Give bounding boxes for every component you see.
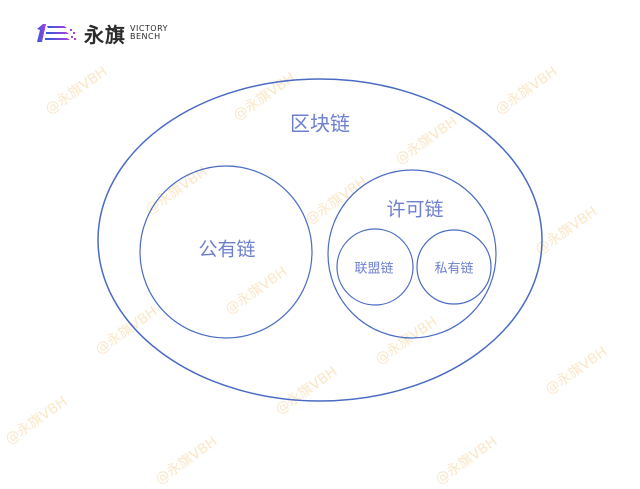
brand-name-en-line1: VICTORY <box>130 24 169 33</box>
public-chain-label: 公有链 <box>198 238 256 261</box>
blockchain-ellipse <box>97 78 543 402</box>
consortium-chain-label: 联盟链 <box>354 261 394 277</box>
private-chain-circle <box>416 229 492 305</box>
private-chain-label: 私有链 <box>434 261 474 277</box>
blockchain-label: 区块链 <box>290 111 350 136</box>
permissioned-chain-circle <box>327 169 497 339</box>
brand-logo: 永旗 VICTORY BENCH <box>34 20 168 47</box>
public-chain-circle <box>139 165 313 339</box>
consortium-chain-circle <box>336 228 414 306</box>
brand-name-en: VICTORY BENCH <box>130 25 168 41</box>
brand-name-en-line2: BENCH <box>130 32 161 41</box>
permissioned-chain-label: 许可链 <box>386 198 444 221</box>
brand-name-cn: 永旗 <box>84 22 126 47</box>
flag-logo-icon <box>37 24 76 42</box>
